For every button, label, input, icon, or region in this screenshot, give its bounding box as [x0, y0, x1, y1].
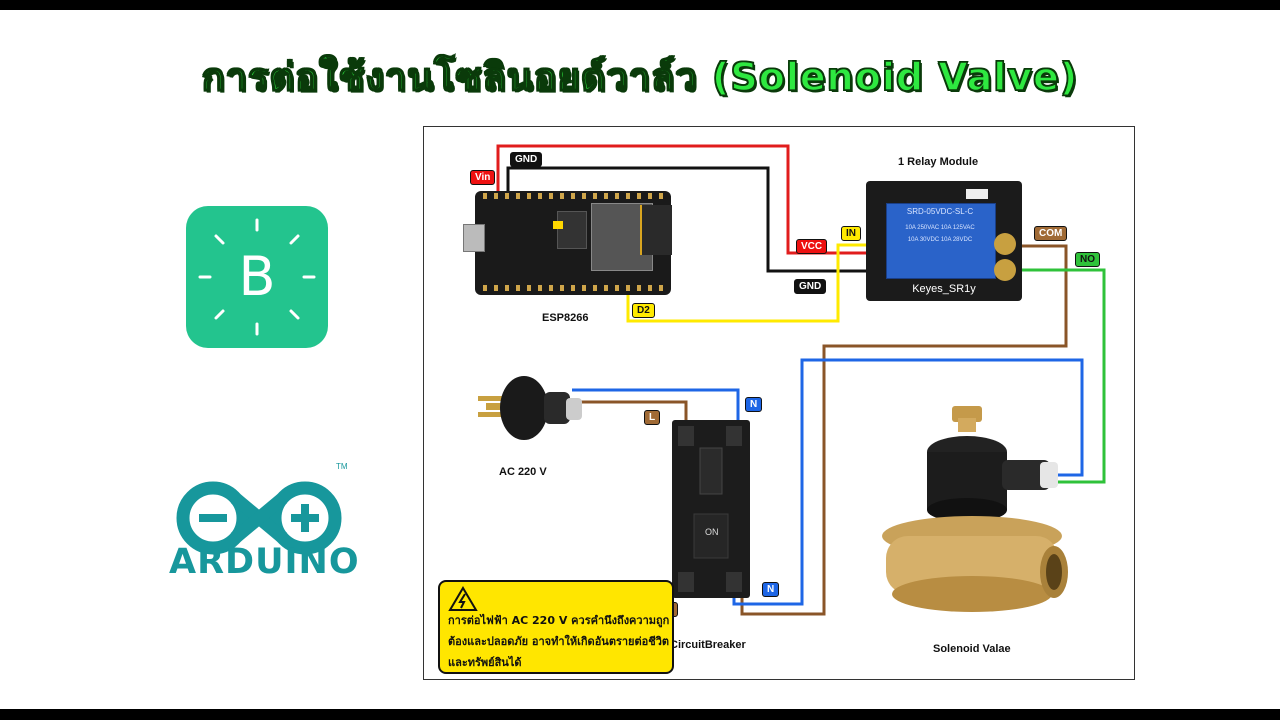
relay-brand: Keyes_SR1y — [912, 283, 976, 295]
valve-label: Solenoid Valae — [933, 643, 1011, 655]
tag-l-top: L — [644, 410, 661, 425]
solenoid-valve-icon — [882, 406, 1068, 612]
blynk-rays — [198, 218, 316, 336]
wire-gnd — [506, 166, 880, 273]
relay-spec-2: 10A 250VAC 10A 125VAC — [905, 225, 975, 231]
relay-module-icon: SRD-05VDC-SL-C 10A 250VAC 10A 125VAC 10A… — [866, 181, 1022, 301]
tag-in: IN — [841, 226, 861, 241]
tag-vcc: VCC — [796, 239, 828, 254]
wire-com — [740, 244, 1068, 616]
tag-n-bottom: N — [762, 582, 780, 597]
arduino-tm: TM — [336, 462, 348, 471]
breaker-label: CircuitBreaker — [670, 639, 746, 651]
blynk-letter: B — [238, 245, 276, 308]
tag-vin: Vin — [470, 170, 496, 185]
relay-title: 1 Relay Module — [898, 156, 979, 168]
esp8266-board-icon — [463, 191, 672, 295]
blynk-logo-icon: B — [186, 206, 328, 348]
page-title: การต่อใช้งานโซลินอยด์วาล์ว (Solenoid Val… — [201, 54, 1079, 100]
tag-no: NO — [1075, 252, 1100, 267]
warning-triangle-icon — [448, 586, 478, 611]
tag-n-top: N — [745, 397, 763, 412]
wire-plug-l — [572, 400, 688, 425]
arduino-logo-icon — [176, 481, 342, 555]
wire-no — [998, 268, 1106, 484]
breaker-on-text: ON — [705, 527, 719, 537]
tag-gnd-esp: GND — [510, 152, 543, 167]
plug-label: AC 220 V — [499, 466, 547, 478]
esp-label: ESP8266 — [542, 312, 589, 324]
wire-plug-n — [572, 388, 740, 425]
warning-text: การต่อไฟฟ้า AC 220 V ควรคำนึงถึงความถูกต… — [448, 614, 670, 669]
relay-spec-3: 10A 30VDC 10A 28VDC — [907, 237, 973, 243]
tag-d2: D2 — [632, 303, 655, 318]
tag-com: COM — [1034, 226, 1068, 241]
tag-gnd-relay: GND — [794, 279, 827, 294]
warning-box: การต่อไฟฟ้า AC 220 V ควรคำนึงถึงความถูกต… — [438, 580, 674, 674]
circuit-breaker-icon — [672, 420, 750, 598]
relay-spec-1: SRD-05VDC-SL-C — [906, 207, 974, 216]
arduino-wordmark: ARDUINO — [169, 542, 360, 582]
bottom-letterbox-bar — [0, 709, 1280, 720]
wire-signal — [626, 243, 880, 323]
wire-neutral-load — [732, 358, 1084, 606]
power-plug-icon — [478, 376, 582, 440]
top-letterbox-bar — [0, 0, 1280, 10]
